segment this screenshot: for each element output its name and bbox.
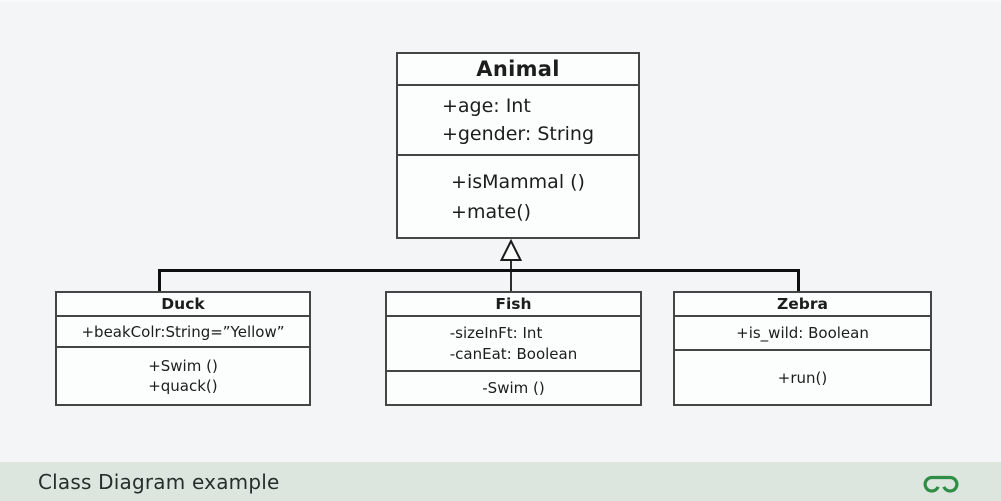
class-name-duck: Duck xyxy=(57,293,309,317)
caption-text: Class Diagram example xyxy=(38,469,280,494)
method-line: +Swim () xyxy=(148,357,218,375)
zebra-attributes-section: +is_wild: Boolean xyxy=(675,317,930,351)
class-box-animal: Animal +age: Int +gender: String +isMamm… xyxy=(396,52,640,239)
caption-bar: Class Diagram example xyxy=(0,462,1001,501)
inheritance-arrowhead xyxy=(499,238,523,261)
geeksforgeeks-logo-icon xyxy=(923,475,959,493)
duck-attributes-section: +beakColr:String=”Yellow” xyxy=(57,317,309,348)
method-line: -Swim () xyxy=(482,379,545,397)
class-box-zebra: Zebra +is_wild: Boolean +run() xyxy=(673,291,932,406)
method-line: +run() xyxy=(777,368,828,387)
attribute-line: -canEat: Boolean xyxy=(449,344,578,363)
animal-methods-section: +isMammal () +mate() xyxy=(398,156,638,237)
class-name-animal: Animal xyxy=(398,54,638,86)
class-name-fish: Fish xyxy=(387,293,640,317)
duck-methods-section: +Swim () +quack() xyxy=(57,348,309,404)
attribute-line: +gender: String xyxy=(441,123,595,145)
attribute-line: +beakColr:String=”Yellow” xyxy=(81,322,285,341)
fish-attributes-section: -sizeInFt: Int -canEat: Boolean xyxy=(387,317,640,372)
class-name-zebra: Zebra xyxy=(675,293,930,317)
class-box-fish: Fish -sizeInFt: Int -canEat: Boolean -Sw… xyxy=(385,291,642,406)
method-line: +quack() xyxy=(148,377,218,395)
animal-attributes-section: +age: Int +gender: String xyxy=(398,86,638,156)
attribute-line: +age: Int xyxy=(441,95,531,117)
class-box-duck: Duck +beakColr:String=”Yellow” +Swim () … xyxy=(55,291,311,406)
method-line: +mate() xyxy=(451,200,532,223)
attribute-line: +is_wild: Boolean xyxy=(736,324,869,342)
zebra-methods-section: +run() xyxy=(675,351,930,404)
fish-methods-section: -Swim () xyxy=(387,372,640,404)
attribute-line: -sizeInFt: Int xyxy=(449,323,543,342)
method-line: +isMammal () xyxy=(451,170,585,193)
